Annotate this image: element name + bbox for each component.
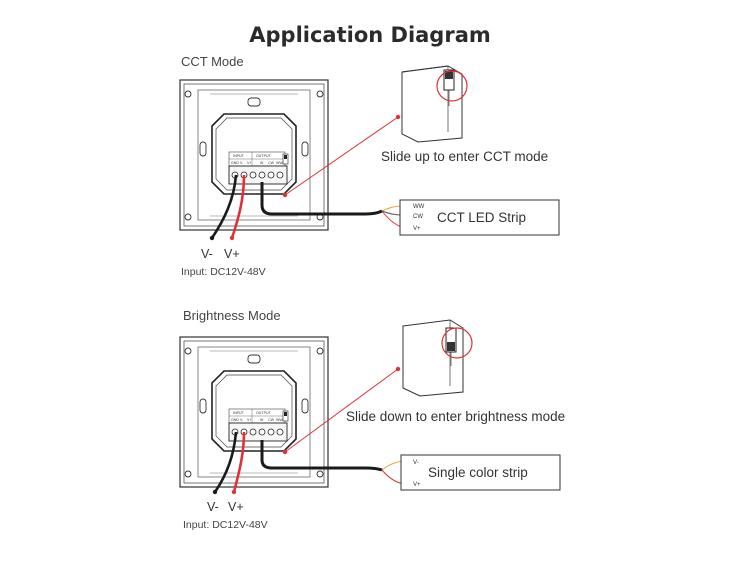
cct-pointer-dot-end: [395, 114, 401, 120]
brightness-terminal-pin-cw: CW: [268, 418, 275, 422]
cct-wire-neg-label: V-: [201, 247, 213, 261]
cct-terminal-input-label: INPUT: [233, 154, 245, 158]
cct-terminal-pin-cw: CW: [268, 161, 275, 165]
brightness-input-text: Input: DC12V-48V: [183, 519, 268, 531]
brightness-switch-caption: Slide down to enter brightness mode: [346, 409, 565, 424]
brightness-terminal-pin-w: W: [260, 418, 264, 422]
brightness-terminal-pin-gnd: GND: [231, 418, 239, 422]
brightness-positive-wire-end: [231, 489, 237, 495]
cct-strip-pin-vpos: V+: [413, 226, 421, 232]
cct-ww-wire: [381, 205, 403, 212]
brightness-terminal-pin-ww: WW: [276, 418, 283, 422]
cct-positive-wire-end: [229, 235, 235, 241]
single-color-strip: [400, 454, 561, 491]
brightness-terminal-pin-vneg: V-: [240, 418, 244, 422]
cct-output-cable: [260, 182, 383, 216]
cct-terminal-pin-w: W: [260, 161, 264, 165]
brightness-switch-detail: [402, 319, 473, 397]
brightness-switch-panel: INPUT OUTPUT GND V- V+ W CW WW: [179, 336, 329, 488]
brightness-positive-wire: [232, 431, 246, 493]
brightness-section-label: Brightness Mode: [183, 308, 281, 323]
diagram-title: Application Diagram: [249, 23, 491, 47]
cct-terminal-pin-vneg: V-: [240, 161, 244, 165]
brightness-negative-wire-end: [212, 489, 218, 495]
cct-switch-panel: INPUT OUTPUT GND V- V+ W CW WW: [179, 79, 329, 231]
brightness-strip-label: Single color strip: [428, 465, 528, 480]
brightness-terminal-pin-vpos: V+: [247, 418, 252, 422]
brightness-pointer-dot-end: [395, 366, 401, 372]
cct-terminal-pin-vpos: V+: [247, 161, 252, 165]
cct-strip-label: CCT LED Strip: [437, 210, 526, 225]
cct-pointer-line: [284, 116, 399, 196]
cct-strip-pin-cw: CW: [413, 214, 423, 220]
brightness-terminal-input-label: INPUT: [233, 411, 245, 415]
cct-terminal-pin-gnd: GND: [231, 161, 239, 165]
cct-terminal-output-label: OUTPUT: [256, 154, 272, 158]
brightness-wire-neg-label: V-: [207, 500, 219, 514]
brightness-strip-pin-vpos: V+: [413, 482, 421, 488]
cct-input-text: Input: DC12V-48V: [181, 266, 266, 278]
cct-pointer-dot: [282, 192, 288, 198]
brightness-pointer-dot: [282, 449, 288, 455]
cct-switch-caption: Slide up to enter CCT mode: [381, 149, 548, 164]
cct-vpos-wire: [381, 210, 403, 228]
brightness-output-cable: [260, 440, 383, 472]
cct-terminal-pin-ww: WW: [276, 161, 283, 165]
brightness-negative-wire: [213, 431, 238, 493]
brightness-mode-section: Brightness Mode INPUT OUTPUT GND V- V+ W…: [179, 308, 565, 531]
brightness-pointer-line: [284, 368, 399, 453]
brightness-wire-pos-label: V+: [228, 500, 244, 514]
cct-switch-detail: [401, 65, 468, 143]
cct-section-label: CCT Mode: [181, 54, 244, 69]
cct-negative-wire: [210, 174, 238, 239]
cct-positive-wire: [230, 174, 246, 239]
brightness-strip-pin-vneg: V-: [413, 460, 419, 466]
cct-negative-wire-end: [209, 235, 215, 241]
cct-wire-pos-label: V+: [224, 247, 240, 261]
cct-strip-pin-ww: WW: [413, 204, 425, 210]
cct-led-strip: [399, 199, 560, 236]
cct-mode-section: CCT Mode INPUT OUTPUT GND V- V+ W CW WW …: [179, 54, 560, 278]
brightness-terminal-output-label: OUTPUT: [256, 411, 272, 415]
